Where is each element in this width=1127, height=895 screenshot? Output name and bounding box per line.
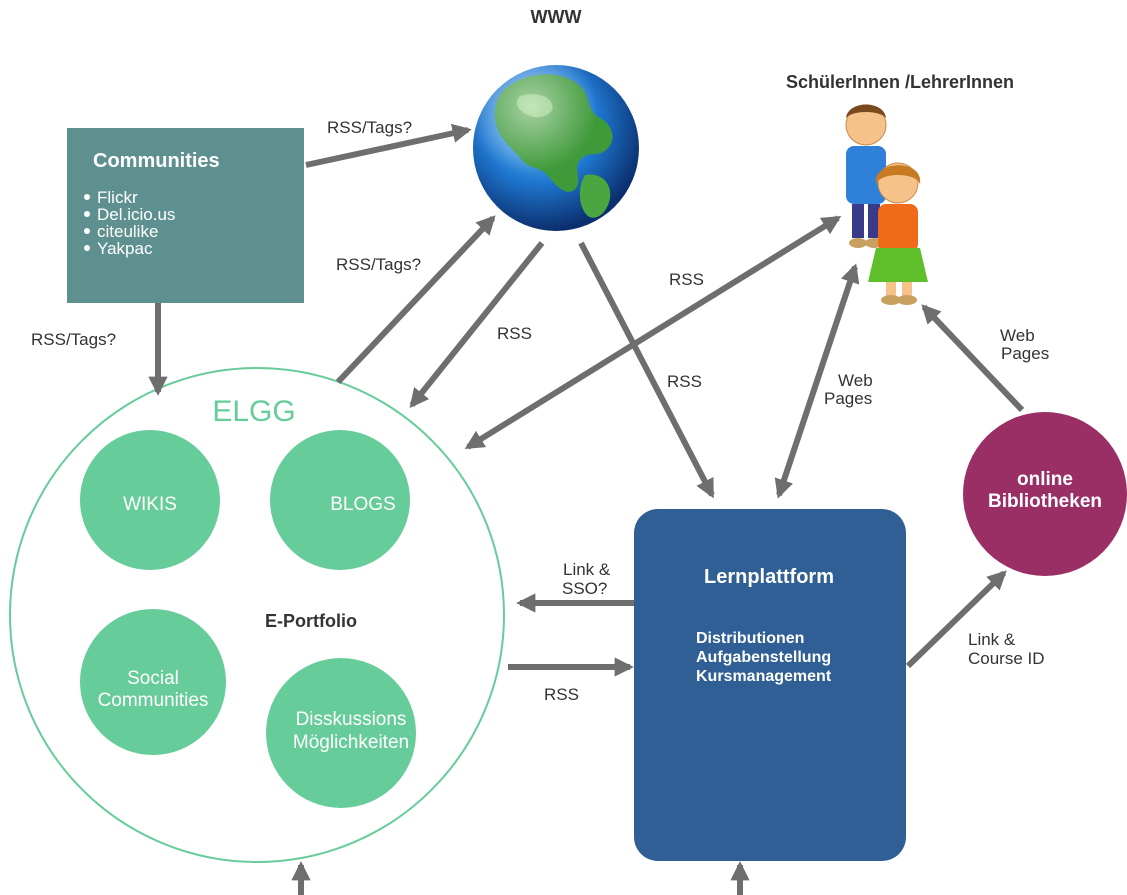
lernplattform-item: Distributionen xyxy=(696,630,804,647)
elgg-title: ELGG xyxy=(212,395,295,428)
communities-box: Communities Flickr Del.icio.us citeulike… xyxy=(67,128,304,303)
wikis-circle: WIKIS xyxy=(80,430,220,570)
label-lern-elgg-2: SSO? xyxy=(562,579,607,598)
lernplattform-item: Kursmanagement xyxy=(696,668,832,685)
arrow-elgg-www xyxy=(335,215,496,385)
connectors xyxy=(148,123,1025,895)
list-item: citeulike xyxy=(97,222,158,241)
arrow-bib-users xyxy=(921,304,1025,413)
discussion-circle: Disskussions Möglichkeiten xyxy=(266,658,416,808)
label-users-elgg: RSS xyxy=(669,270,704,289)
blogs-label: BLOGS xyxy=(330,494,395,515)
label-comm-elgg: RSS/Tags? xyxy=(31,330,116,349)
label-bib-users-2: Pages xyxy=(1001,344,1049,363)
label-lern-bib-1: Link & xyxy=(968,630,1016,649)
label-elgg-lern: RSS xyxy=(544,685,579,704)
bullet xyxy=(84,194,90,200)
bullet xyxy=(84,228,90,234)
www-title: WWW xyxy=(531,7,582,27)
arrow-communities-www xyxy=(305,123,472,168)
wikis-label: WIKIS xyxy=(123,494,177,515)
globe-icon xyxy=(473,65,639,231)
arrow-users-lern xyxy=(774,263,860,499)
label-comm-www: RSS/Tags? xyxy=(327,118,412,137)
connector-labels: RSS/Tags? RSS/Tags? RSS/Tags? RSS RSS RS… xyxy=(31,118,1049,704)
lernplattform-item: Aufgabenstellung xyxy=(696,649,831,666)
discussion-label-line1: Disskussions xyxy=(296,709,407,730)
social-communities-circle: Social Communities xyxy=(80,609,226,755)
social-label-line2: Communities xyxy=(98,690,209,711)
label-users-lern-1: Web xyxy=(838,371,873,390)
bullet xyxy=(84,245,90,251)
list-item: Flickr xyxy=(97,188,138,207)
elgg-portfolio: ELGG E-Portfolio WIKIS BLOGS Social Comm… xyxy=(9,367,505,863)
label-users-lern-2: Pages xyxy=(824,389,872,408)
label-lern-bib-2: Course ID xyxy=(968,649,1045,668)
label-lern-elgg-1: Link & xyxy=(563,560,611,579)
label-www-elgg: RSS xyxy=(497,324,532,343)
label-www-lern: RSS xyxy=(667,372,702,391)
bullet xyxy=(84,211,90,217)
lernplattform-box: Lernplattform Distributionen Aufgabenste… xyxy=(634,509,906,861)
communities-title: Communities xyxy=(93,150,220,172)
social-label-line1: Social xyxy=(127,668,179,689)
users-title: SchülerInnen /LehrerInnen xyxy=(786,72,1014,92)
arrow-lern-bib xyxy=(905,570,1007,669)
communities-list: Flickr Del.icio.us citeulike Yakpac xyxy=(84,188,175,258)
bibliotheken-circle: online Bibliotheken xyxy=(963,412,1127,576)
list-item: Del.icio.us xyxy=(97,205,175,224)
eportfolio-label: E-Portfolio xyxy=(265,611,357,631)
discussion-label-line2: Möglichkeiten xyxy=(293,732,409,753)
label-bib-users-1: Web xyxy=(1000,326,1035,345)
list-item: Yakpac xyxy=(97,239,153,258)
bibliotheken-line1: online xyxy=(1017,469,1073,490)
lernplattform-title: Lernplattform xyxy=(704,566,834,588)
users-icon xyxy=(845,104,928,305)
blogs-circle: BLOGS xyxy=(270,430,410,570)
bibliotheken-line2: Bibliotheken xyxy=(988,491,1102,512)
arrow-users-elgg xyxy=(464,215,842,450)
label-elgg-www: RSS/Tags? xyxy=(336,255,421,274)
